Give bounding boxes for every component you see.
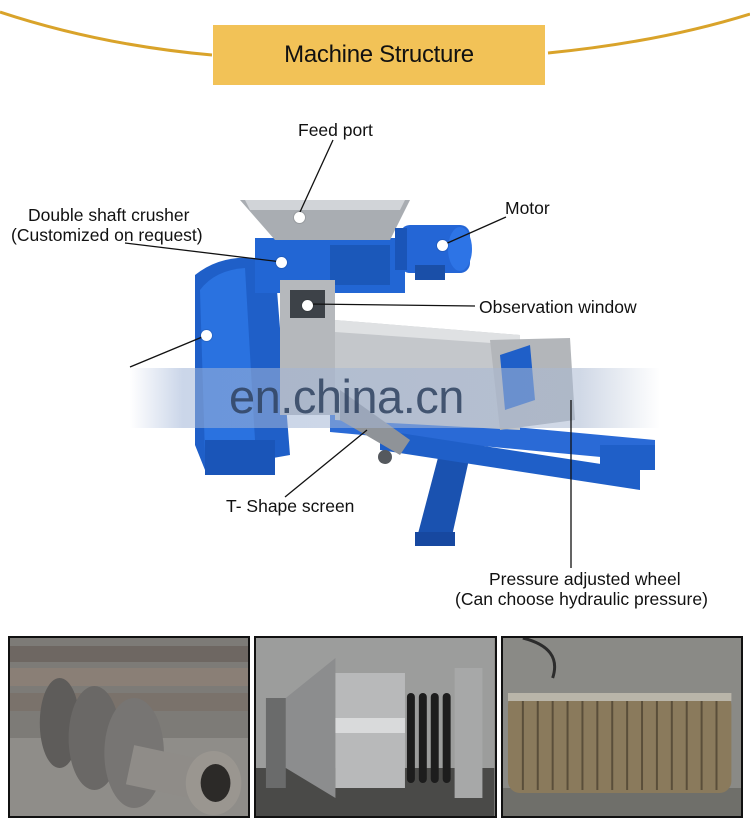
label-crusher-line1: Double shaft crusher [28, 205, 190, 225]
watermark-text: en.china.cn [229, 370, 464, 423]
section-title: Machine Structure [213, 25, 545, 85]
component-photos [8, 636, 743, 818]
cylindrical-screen-image [502, 638, 741, 816]
screw-shaft-image [10, 638, 249, 816]
machine-diagram: en.china.cn Feed port Double shaft crush… [0, 95, 750, 625]
decorative-arc [0, 10, 750, 57]
label-motor: Motor [505, 198, 550, 218]
photo-screw-shaft [8, 636, 251, 818]
label-crusher-line2: (Customized on request) [11, 225, 203, 245]
photo-pressure-cone [254, 636, 497, 818]
label-t-shape-screen: T- Shape screen [226, 496, 355, 516]
pressure-cone-image [256, 638, 495, 816]
watermark-band [130, 368, 660, 428]
marker-observation-window [302, 300, 313, 311]
photo-cylindrical-screen [500, 636, 743, 818]
marker-housing [201, 330, 212, 341]
marker-motor [437, 240, 448, 251]
label-pressure-wheel-line2: (Can choose hydraulic pressure) [455, 589, 708, 609]
section-title-text: Machine Structure [284, 41, 474, 68]
marker-crusher [276, 257, 287, 268]
marker-feed-port [294, 212, 305, 223]
label-feed-port: Feed port [298, 120, 373, 140]
label-observation-window: Observation window [479, 297, 637, 317]
leader-lines [124, 139, 572, 568]
label-pressure-wheel-line1: Pressure adjusted wheel [489, 569, 681, 589]
